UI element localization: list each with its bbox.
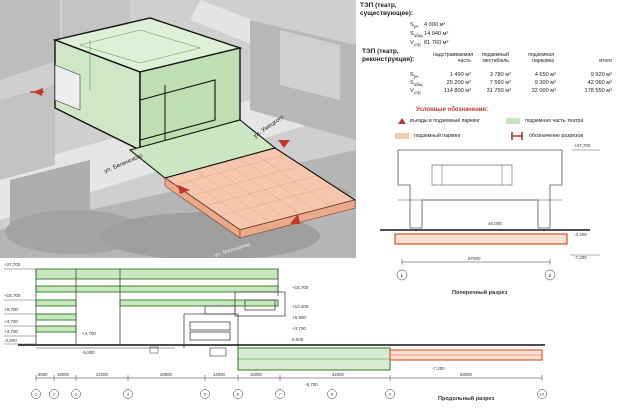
existing-row: Vстр 81 760 м³ [410,39,449,47]
long-section-caption: Продольный разрез [438,396,495,402]
recon-row-label: Vстр [410,88,421,96]
cross-parking-level [394,233,568,245]
level-mark: +15,700 [4,293,21,298]
cross-section: +27,700 ±0,000 -4,200 -7,200 57000 1 2 [360,140,620,290]
svg-text:2: 2 [53,392,56,397]
cross-section-caption: Поперечный разрез [452,290,508,296]
recon-col-header: надстраиваемая часть [433,52,474,65]
svg-text:6: 6 [237,392,240,397]
orange-swatch-icon [395,133,409,139]
legend-item: обозначение разрезов [510,132,620,141]
svg-text:5: 5 [204,392,207,397]
level-mark: +27,700 [4,262,21,267]
long-section-drawing: +27,700 +15,700 +9,700 +4,700 +3,700 -2,… [4,262,547,399]
green-floor [119,299,279,307]
level-mark: +18,700 [292,285,309,290]
recon-col-values: 4 650 м² 9 300 м² 32 000 м³ [531,72,556,94]
svg-text:1: 1 [35,392,38,397]
existing-row: Sуч 4 000 м² [410,22,446,30]
entry-arrow-icon [398,118,406,124]
svg-text:8: 8 [331,392,334,397]
level-mark: -7,200 [432,366,445,371]
svg-text:3: 3 [75,392,78,397]
svg-text:9: 9 [389,392,392,397]
level-mark: +4,700 [82,331,96,336]
level-mark: +4,700 [4,319,18,324]
recon-col-values: 9 920 м² 42 060 м² 178 550 м³ [584,72,612,94]
svg-text:10: 10 [540,392,545,397]
svg-text:2: 2 [549,273,552,278]
legend-title: Условные обозначения: [416,107,488,113]
svg-text:4: 4 [127,392,130,397]
existing-row: Sобщ 14 940 м² [410,30,449,39]
level-mark: -4,200 [574,232,587,237]
green-floor [35,313,77,321]
longitudinal-section: +27,700 +15,700 +9,700 +4,700 +3,700 -2,… [0,256,580,413]
cross-section-drawing: +27,700 ±0,000 -4,200 -7,200 57000 1 2 [380,143,600,281]
green-swatch-icon [506,118,520,124]
level-mark: +6,900 [292,315,306,320]
green-floor [35,285,279,293]
level-mark: 0,000 [292,337,304,342]
recon-col-values: 1 490 м² 25 200 м² 114 800 м³ [443,72,471,94]
level-mark: -9,700 [305,382,318,387]
svg-text:1: 1 [401,273,404,278]
parking-entry-arrows [33,88,300,224]
dim-label: 6000 [38,372,48,377]
legend-item: подземный паркинг [395,133,505,141]
dim-label: 16000 [57,372,70,377]
recon-col-header: подземный вестибюль [482,52,509,65]
dim-label: 58000 [460,372,473,377]
existing-title: ТЭП (театр, существующее): [360,2,414,17]
level-mark: -2,900 [4,338,17,343]
level-mark: -5,800 [82,350,95,355]
recon-col-values: 3 780 м² 7 560 м² 31 750 м³ [486,72,511,94]
level-mark: +27,700 [574,143,591,148]
recon-col-header: подземная парковка [528,52,554,65]
axis-marker [544,269,556,281]
level-mark: +9,700 [4,307,18,312]
green-floor [35,268,279,280]
legend-item: въезды в подземный паркинг [397,118,507,126]
recon-row-label: Sобщ [410,80,423,88]
axis-marker [396,269,408,281]
dim-label: 16000 [250,372,263,377]
aerial-view: ул. Белинского ул. Умецкого ул. Малышева [0,0,356,258]
aerial-drawing: ул. Белинского ул. Умецкого ул. Малышева [0,0,356,258]
level-mark: +10,400 [292,304,309,309]
level-mark: +3,700 [4,329,18,334]
dim-label: 21000 [96,372,109,377]
recon-row-label: Sуч [410,72,419,80]
dim-label: 28500 [160,372,173,377]
parking-grid [174,153,331,227]
recon-col-header: итого [599,58,612,64]
legend-item: подземная часть театра [506,118,616,126]
level-mark: ±0,000 [488,221,502,226]
green-floor [35,325,77,333]
existing-table: Sуч 4 000 м² Sобщ 14 940 м² Vстр 81 760 … [410,22,500,49]
level-mark: +3,700 [292,326,306,331]
reconstruction-title: ТЭП (театр, реконструкция): [362,48,415,63]
dim-label: 57000 [468,256,481,261]
dim-label: 42000 [332,372,345,377]
dim-label: 12000 [213,372,226,377]
svg-text:7: 7 [279,392,282,397]
section-mark-icon [511,132,523,140]
green-floor [35,299,77,307]
axis-markers [31,389,547,399]
level-mark: -7,200 [574,255,587,260]
